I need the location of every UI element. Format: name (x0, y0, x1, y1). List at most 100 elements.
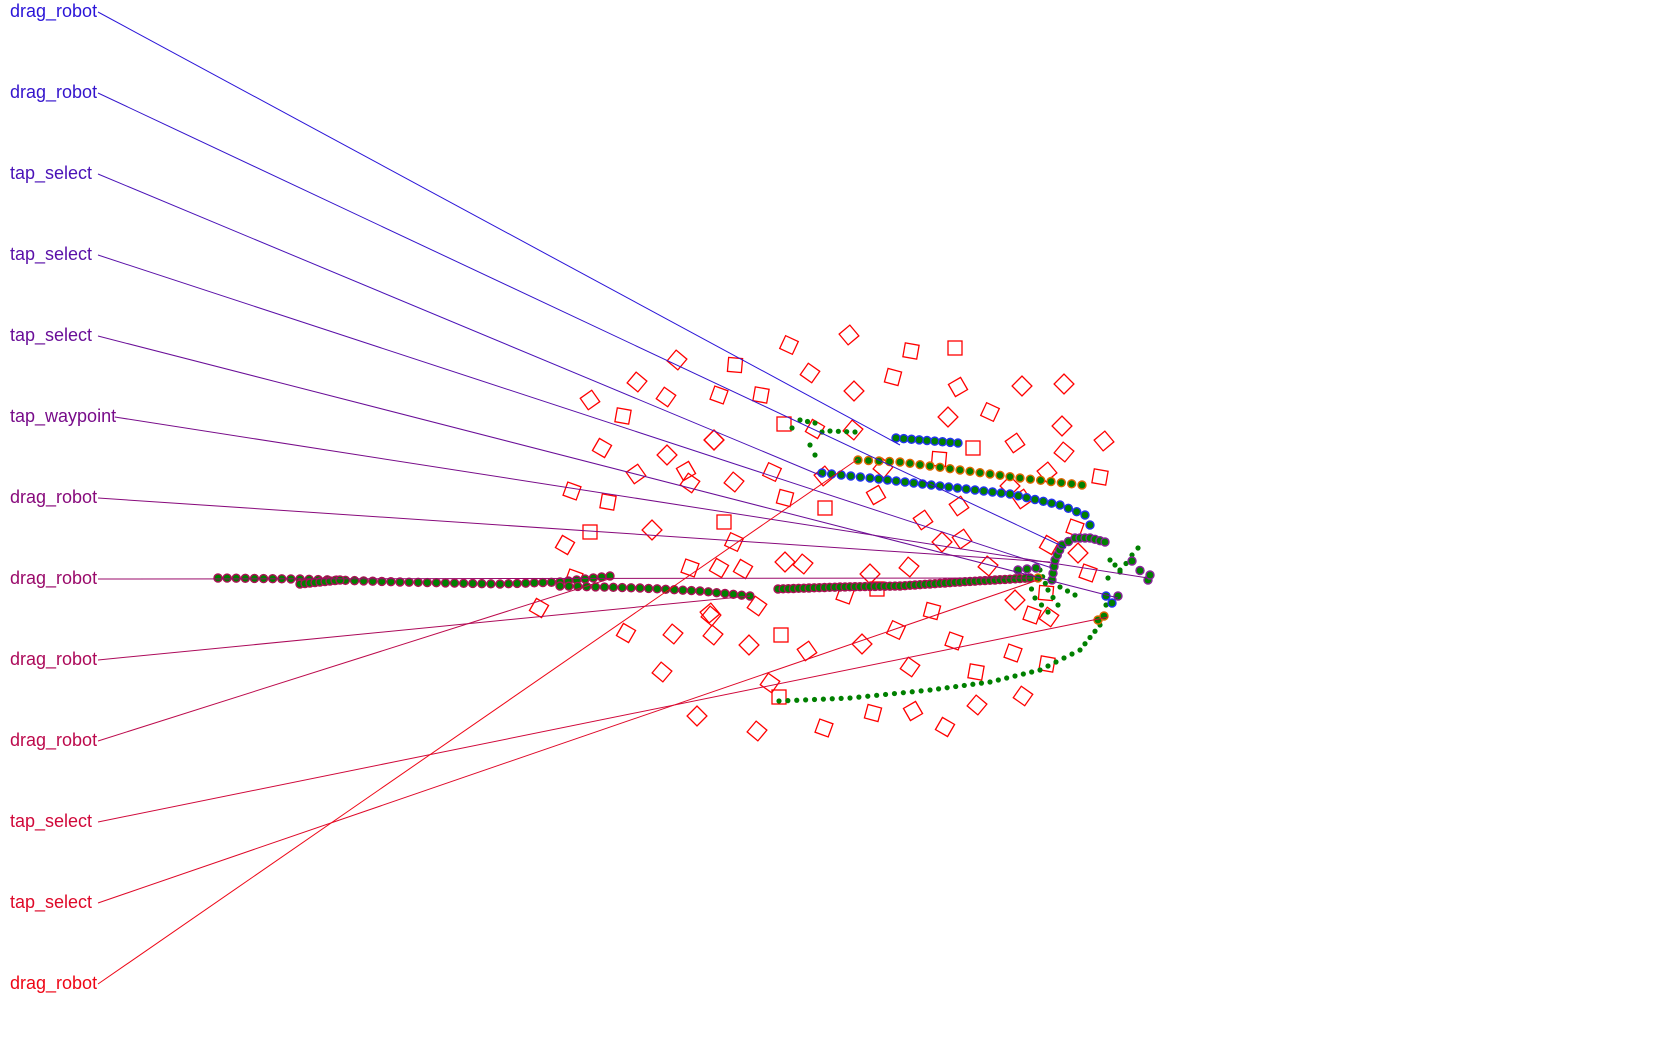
obstacle-square (599, 493, 617, 511)
path-dot (1123, 560, 1129, 567)
path-dot (1135, 545, 1141, 551)
obstacle-square (922, 601, 942, 621)
path-dot (970, 681, 976, 687)
obstacle-square (1004, 589, 1026, 611)
path-ring-blue (952, 483, 963, 493)
path-ring-magenta (349, 575, 360, 586)
path-ring-magenta (608, 582, 619, 593)
path-dot (1082, 641, 1088, 647)
path-dot (811, 696, 818, 703)
path-ring-orange (1035, 475, 1046, 486)
obstacle-square (776, 416, 792, 432)
obstacle-square (859, 563, 881, 585)
path-ring-orange (1066, 479, 1077, 489)
path-dot (1045, 587, 1051, 593)
action-label: drag_robot (10, 649, 97, 670)
path-dot (838, 695, 844, 701)
path-ring-magenta (503, 579, 514, 589)
obstacle-square (1078, 563, 1098, 583)
obstacle-square (799, 362, 821, 384)
obstacle-square (771, 689, 787, 705)
obstacle-square (651, 661, 673, 683)
path-ring-magenta (486, 579, 496, 589)
obstacle-square (947, 340, 963, 356)
path-dot (1038, 602, 1045, 608)
path-ring-orange (895, 457, 905, 467)
obstacle-square (723, 471, 745, 493)
obstacle-square (1038, 655, 1056, 673)
leader-line (97, 11, 901, 446)
obstacle-square (885, 619, 907, 641)
leader-line (97, 577, 613, 742)
leader-line (97, 577, 1033, 580)
path-dot (944, 685, 950, 691)
path-ring-orange (1025, 474, 1036, 484)
path-dot (1032, 595, 1038, 601)
obstacle-square (1053, 373, 1075, 395)
path-ring-blue (1030, 494, 1040, 505)
obstacle-square (775, 488, 795, 508)
robot-paths (213, 417, 1155, 704)
path-ring-blue (855, 472, 866, 482)
path-dot (804, 418, 811, 425)
path-ring-blue (1080, 510, 1090, 520)
path-ring-orange (853, 455, 863, 465)
path-ring-magenta (213, 573, 223, 583)
path-ring-magenta (617, 582, 627, 593)
action-label: tap_select (10, 163, 92, 184)
obstacle-square (944, 631, 964, 651)
path-ring-magenta (538, 577, 548, 588)
obstacle-square (675, 460, 697, 482)
path-dot (827, 428, 833, 434)
path-dot (891, 690, 898, 697)
path-ring-blue (1071, 506, 1082, 517)
obstacle-square (1004, 432, 1026, 454)
path-ring-orange (1046, 476, 1056, 487)
path-ring-purple (1127, 556, 1137, 566)
path-dot (1112, 562, 1118, 568)
path-ring-purple (1031, 563, 1041, 573)
obstacle-square (902, 700, 924, 722)
path-dot (1028, 586, 1035, 592)
path-ring-blue (882, 475, 893, 485)
obstacle-square (702, 624, 724, 646)
path-ring-magenta (386, 577, 396, 587)
action-label: drag_robot (10, 973, 97, 994)
obstacle-square (912, 509, 934, 531)
path-dot (807, 442, 813, 448)
obstacle-square (1053, 441, 1075, 463)
path-ring-blue (970, 485, 980, 495)
path-ring-magenta (335, 575, 345, 585)
obstacle-square (723, 531, 745, 553)
leader-line (97, 335, 1119, 599)
path-ring-blue (891, 476, 901, 486)
obstacle-square (1051, 415, 1073, 437)
path-ring-blue (996, 488, 1006, 498)
obstacle-square (1091, 468, 1109, 486)
leader-line (97, 92, 1067, 549)
path-ring-blue (961, 484, 971, 494)
obstacle-square (951, 528, 973, 550)
obstacle-square (680, 558, 700, 578)
path-dot (1107, 557, 1113, 563)
path-dot (918, 688, 924, 694)
obstacle-square (554, 534, 576, 556)
path-ring-magenta (395, 577, 405, 587)
path-dot (820, 696, 826, 702)
path-ring-magenta (678, 585, 688, 595)
path-dot (789, 425, 795, 431)
obstacle-square (746, 720, 768, 742)
path-ring-purple (1022, 564, 1032, 574)
path-ring-magenta (495, 579, 505, 589)
path-ring-magenta (521, 578, 531, 588)
path-dot (1037, 667, 1043, 673)
path-ring-blue (1038, 496, 1049, 507)
obstacle-square (703, 429, 725, 451)
obstacle-square (843, 380, 865, 402)
path-ring-blue (865, 473, 875, 483)
obstacle-square (752, 386, 770, 404)
path-dot (953, 683, 959, 690)
obstacle-square (708, 557, 730, 579)
path-dot (1117, 567, 1123, 573)
